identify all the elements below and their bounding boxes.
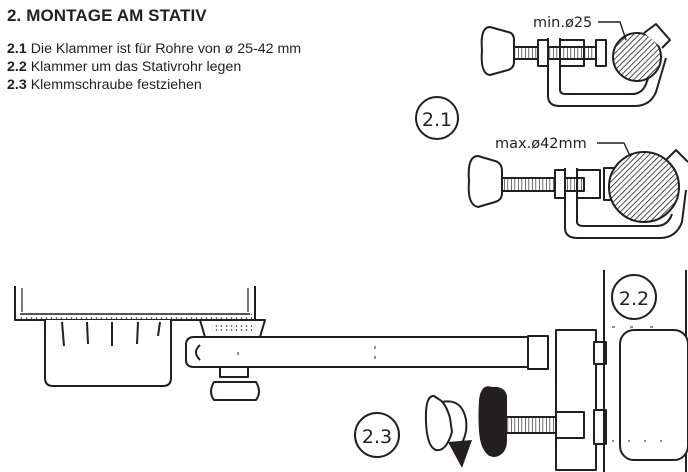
step-item: 2.1 Die Klammer ist für Rohre von ø 25-4…	[7, 40, 301, 58]
tray-assembly	[14, 270, 688, 472]
step-item: 2.2 Klammer um das Stativrohr legen	[7, 58, 301, 76]
dimension-max-label: max.ø42mm	[495, 136, 587, 152]
callout-2-1-label: 2.1	[422, 109, 452, 131]
clamp-max-diagram	[467, 149, 688, 239]
section-heading: 2. MONTAGE AM STATIV	[7, 6, 207, 25]
dimension-max: max.ø42mm	[495, 136, 631, 157]
callout-2-3-label: 2.3	[362, 426, 392, 448]
step-text: Klammer um das Stativrohr legen	[30, 59, 242, 75]
callout-2-1: 2.1	[415, 96, 459, 140]
step-list: 2.1 Die Klammer ist für Rohre von ø 25-4…	[7, 40, 301, 94]
dimension-min-label: min.ø25	[533, 15, 592, 31]
step-number: 2.2	[7, 59, 27, 75]
step-text: Die Klammer ist für Rohre von ø 25-42 mm	[30, 41, 302, 57]
step-text: Klemmschraube festziehen	[30, 77, 202, 93]
callout-2-2-label: 2.2	[619, 288, 649, 310]
clamp-min-diagram	[480, 23, 671, 107]
step-item: 2.3 Klemmschraube festziehen	[7, 76, 301, 94]
step-number: 2.3	[7, 77, 27, 93]
step-number: 2.1	[7, 41, 27, 57]
rotation-arrow-icon	[424, 395, 472, 468]
callout-2-3: 2.3	[354, 412, 400, 458]
callout-2-2: 2.2	[611, 274, 657, 320]
dimension-min: min.ø25	[533, 15, 627, 41]
